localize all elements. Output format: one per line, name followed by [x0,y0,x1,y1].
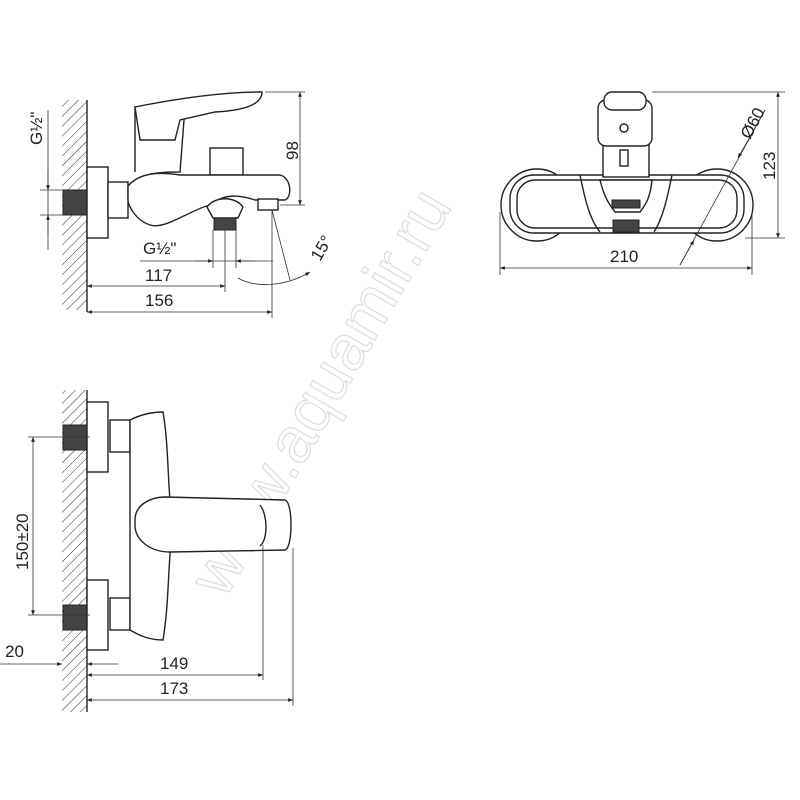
outlet [206,198,244,219]
bottom-view: 150±20 20 149 173 [0,390,294,712]
outlet-thread [213,217,237,231]
thread-left-label: G½" [27,112,46,145]
nut [107,181,129,219]
lever-dim-label: 149 [160,654,188,673]
diverter-knob [209,147,244,176]
spacing-label: 150±20 [13,513,32,570]
depth-dim-label: 156 [145,291,173,310]
front-view: 210 123 Ø60 [499,91,785,275]
thread-bottom-label: G½" [143,239,176,258]
spout-tip [257,198,279,211]
flange [86,166,109,239]
diameter-label: Ø60 [737,105,769,142]
side-view: 98 G½" G½" 117 156 15° [27,91,336,318]
height-label: 123 [760,152,779,180]
height-label: 98 [283,141,302,160]
lever [134,91,263,141]
spout [127,172,291,227]
angle-label: 15° [307,232,336,264]
wall-offset-label: 20 [5,642,24,661]
thread [62,189,88,216]
total-dim-label: 173 [160,679,188,698]
width-label: 210 [610,247,638,266]
aerator [611,199,641,209]
lever [134,496,292,553]
outlet-dim-label: 117 [145,266,172,285]
